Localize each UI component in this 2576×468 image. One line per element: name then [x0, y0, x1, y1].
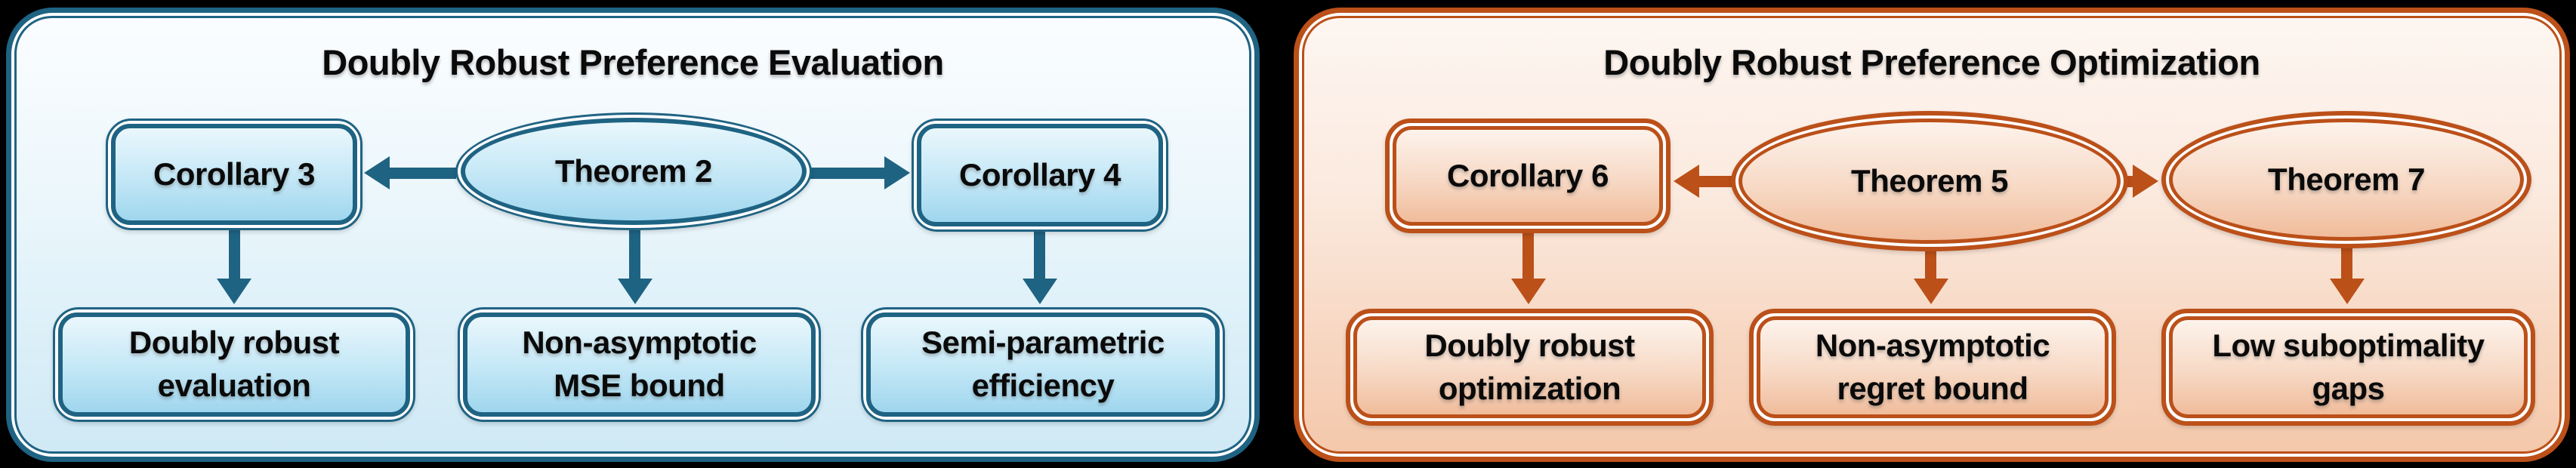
node-corollary-4: Corollary 4 — [912, 119, 1168, 232]
node-semi-parametric-efficiency-label: Semi-parametric efficiency — [921, 325, 1165, 403]
panel-preference-optimization: Doubly Robust Preference Optimization — [1294, 8, 2570, 462]
node-corollary-3: Corollary 3 — [106, 119, 362, 230]
node-corollary-6: Corollary 6 — [1385, 119, 1671, 233]
node-doubly-robust-optimization: Doubly robust optimization — [1346, 309, 1714, 426]
node-doubly-robust-optimization-label: Doubly robust optimization — [1424, 327, 1635, 406]
node-theorem-5-label: Theorem 5 — [1851, 162, 2008, 199]
node-theorem-7: Theorem 7 — [2161, 111, 2531, 248]
node-theorem-2: Theorem 2 — [455, 112, 812, 230]
node-theorem-7-label: Theorem 7 — [2268, 161, 2425, 197]
node-non-asymptotic-regret-bound: Non-asymptotic regret bound — [1749, 309, 2116, 426]
panel-preference-evaluation: Doubly Robust Preference Evaluation — [6, 8, 1260, 462]
node-theorem-5: Theorem 5 — [1731, 111, 2128, 251]
panel-optimization-title: Doubly Robust Preference Optimization — [1603, 42, 2260, 82]
node-non-asymptotic-mse-bound: Non-asymptotic MSE bound — [458, 307, 821, 422]
node-semi-parametric-efficiency: Semi-parametric efficiency — [861, 307, 1225, 422]
node-corollary-3-label: Corollary 3 — [153, 155, 315, 192]
node-low-suboptimality-gaps: Low suboptimality gaps — [2161, 309, 2535, 426]
node-non-asymptotic-mse-bound-label: Non-asymptotic MSE bound — [522, 325, 757, 403]
node-corollary-6-label: Corollary 6 — [1447, 157, 1609, 193]
node-doubly-robust-evaluation-label: Doubly robust evaluation — [128, 325, 340, 403]
node-corollary-4-label: Corollary 4 — [959, 156, 1121, 192]
node-doubly-robust-evaluation: Doubly robust evaluation — [53, 307, 415, 422]
node-non-asymptotic-regret-bound-label: Non-asymptotic regret bound — [1815, 327, 2050, 406]
node-low-suboptimality-gaps-label: Low suboptimality gaps — [2212, 327, 2485, 406]
panel-evaluation-title: Doubly Robust Preference Evaluation — [322, 42, 944, 82]
node-theorem-2-label: Theorem 2 — [555, 152, 712, 189]
